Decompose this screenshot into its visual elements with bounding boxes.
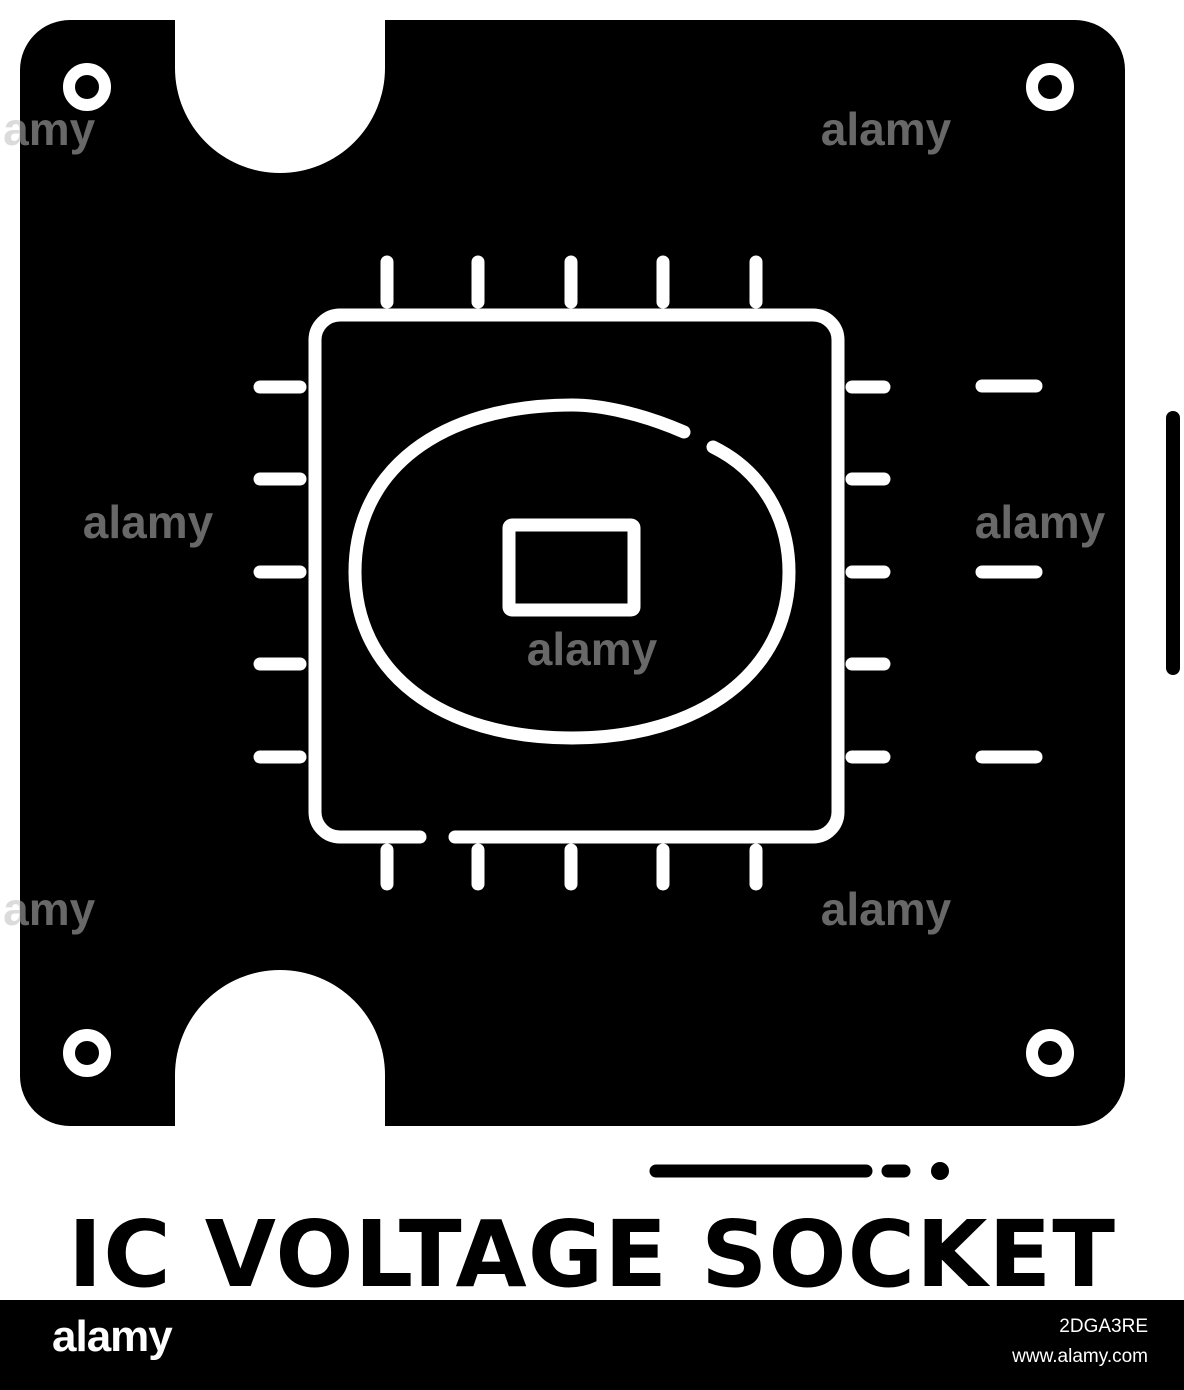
svg-text:alamy: alamy	[0, 103, 96, 155]
icon-title: IC VOLTAGE SOCKET	[67, 1205, 1117, 1305]
footer-url: www.alamy.com	[1012, 1346, 1148, 1367]
footer-bar: alamy 2DGA3RE www.alamy.com	[0, 1300, 1184, 1390]
svg-text:alamy: alamy	[975, 496, 1106, 548]
mounting-hole-icon	[63, 63, 1074, 1077]
image-id: 2DGA3RE	[1059, 1316, 1148, 1337]
svg-text:alamy: alamy	[83, 496, 214, 548]
footer-logo: alamy	[52, 1312, 173, 1361]
svg-text:alamy: alamy	[527, 623, 658, 675]
watermark: alamy alamy alamy alamy alamy alamy alam…	[0, 103, 1106, 935]
circuit-board-shape	[20, 20, 1125, 1126]
svg-text:alamy: alamy	[821, 103, 952, 155]
svg-text:alamy: alamy	[821, 883, 952, 935]
chip-icon	[253, 255, 1043, 891]
decorative-dot	[931, 1162, 949, 1180]
ic-voltage-socket-icon: alamy alamy alamy alamy alamy alamy alam…	[0, 20, 1180, 1180]
svg-text:alamy: alamy	[0, 883, 96, 935]
